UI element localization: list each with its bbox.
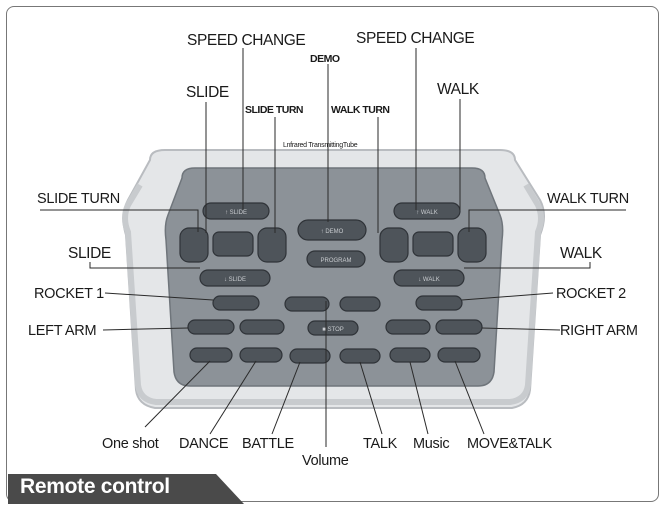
program-button-text: PROGRAM: [320, 258, 351, 264]
speed-change-right-button-text: ↑ WALK: [416, 210, 437, 216]
label-walk-turn-right: WALK TURN: [547, 191, 629, 207]
banner-title: Remote control: [20, 475, 170, 498]
dance-button: [239, 347, 283, 363]
leader-lines: [40, 48, 626, 447]
label-dance: DANCE: [179, 436, 229, 452]
program-button: [306, 250, 366, 268]
walk-down-button-text: ↓ WALK: [418, 277, 439, 283]
label-rocket-1: ROCKET 1: [34, 286, 104, 302]
talk-button: [339, 348, 381, 364]
label-walk-turn-top: WALK TURN: [331, 104, 390, 116]
label-infrared: Lnfrared TransmittingTube: [283, 142, 358, 149]
rocket-1-button: [212, 295, 260, 311]
stop-button-text: ■ STOP: [322, 327, 344, 333]
label-slide-left: SLIDE: [68, 245, 111, 262]
slide-down-button: [199, 269, 271, 287]
stop-button: [307, 320, 359, 336]
label-slide-top: SLIDE: [186, 84, 229, 101]
one-shot-button: [189, 347, 233, 363]
slide-down-button-text: ↓ SLIDE: [224, 277, 246, 283]
walk-center-button: [412, 231, 454, 257]
label-rocket-2: ROCKET 2: [556, 286, 626, 302]
demo-button: [297, 219, 367, 241]
volume-left-button: [284, 296, 330, 312]
speed-change-left-button-text: ↑ SLIDE: [225, 210, 247, 216]
left-arm-button-2: [239, 319, 285, 335]
walk-down-button: [393, 269, 465, 287]
label-demo: DEMO: [310, 53, 340, 65]
label-volume: Volume: [302, 453, 349, 469]
slide-turn-left-button: [179, 227, 209, 263]
label-talk: TALK: [363, 436, 398, 452]
battle-button: [289, 348, 331, 364]
speed-change-left-button: [202, 202, 270, 220]
label-move-talk: MOVE&TALK: [467, 436, 552, 452]
speed-change-right-button: [393, 202, 461, 220]
figure-frame: [6, 6, 659, 502]
title-banner: [8, 474, 244, 504]
label-music: Music: [413, 436, 449, 452]
move-talk-button: [437, 347, 481, 363]
rocket-2-button: [415, 295, 463, 311]
music-button: [389, 347, 431, 363]
label-slide-turn-left: SLIDE TURN: [37, 191, 120, 207]
label-right-arm: RIGHT ARM: [560, 323, 638, 339]
label-walk-right: WALK: [560, 245, 603, 262]
label-one-shot: One shot: [102, 436, 159, 452]
right-arm-button-2: [435, 319, 483, 335]
volume-right-button: [339, 296, 381, 312]
label-slide-turn-top: SLIDE TURN: [245, 104, 303, 116]
label-speed-change-left: SPEED CHANGE: [187, 32, 305, 49]
label-walk-top: WALK: [437, 81, 480, 98]
label-battle: BATTLE: [242, 436, 295, 452]
demo-button-text: ↑ DEMO: [321, 229, 344, 235]
slide-turn-right-button: [257, 227, 287, 263]
remote-shell-rim: [122, 183, 544, 405]
slide-center-button: [212, 231, 254, 257]
right-arm-button-1: [385, 319, 431, 335]
label-left-arm: LEFT ARM: [28, 323, 96, 339]
left-arm-button-1: [187, 319, 235, 335]
label-speed-change-right: SPEED CHANGE: [356, 30, 474, 47]
walk-turn-right-button: [457, 227, 487, 263]
walk-turn-left-button: [379, 227, 409, 263]
